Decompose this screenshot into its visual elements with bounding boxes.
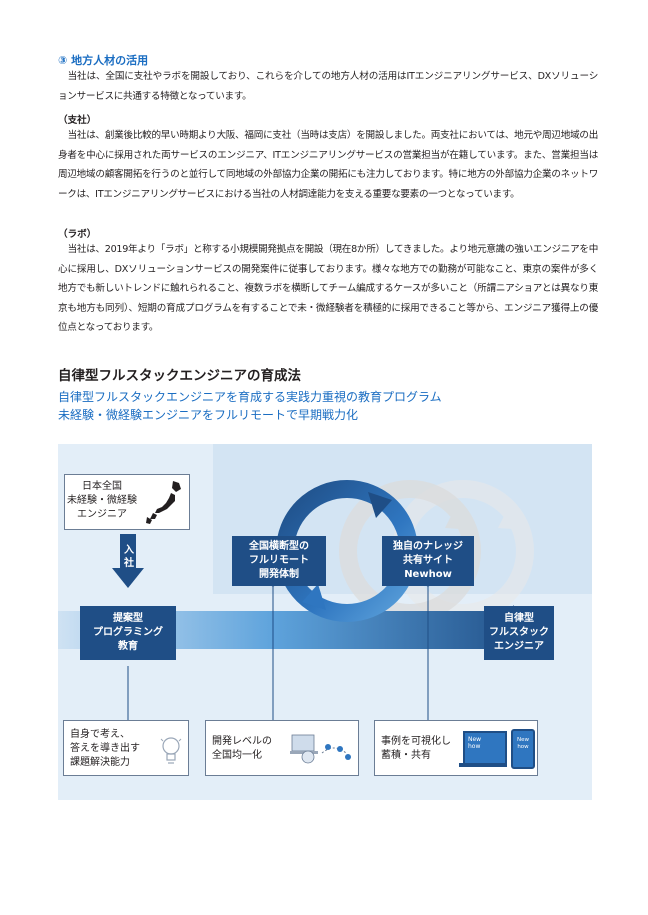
laptop-screen-text: New how — [468, 736, 482, 750]
card-problem-solving: 自身で考え、 答えを導き出す 課題解決能力 — [63, 720, 189, 776]
japan-map-icon — [146, 481, 181, 524]
remote-dev-illustration-icon — [290, 734, 351, 764]
ring-arrow-top — [368, 492, 392, 518]
training-lead-2: 未経験・微経験エンジニアをフルリモートで早期戦力化 — [58, 408, 359, 422]
step3-label: 独自のナレッジ 共有サイト Newhow — [393, 541, 463, 580]
step2-label: 全国横断型の フルリモート 開発体制 — [249, 541, 309, 580]
step-fullremote-dev: 全国横断型の フルリモート 開発体制 — [232, 536, 326, 586]
card3-text: 事例を可視化し 蓄積・共有 — [381, 736, 451, 761]
laptop-base — [459, 763, 507, 767]
laptop-icon: New how — [463, 731, 507, 765]
intro-paragraph: 当社は、全国に支社やラボを開設しており、これらを介しての地方人材の活用はITエン… — [58, 67, 598, 106]
ring-arrow-bottom — [302, 584, 326, 610]
step-proposal-programming: 提案型 プログラミング 教育 — [80, 606, 176, 660]
step1-label: 提案型 プログラミング 教育 — [93, 613, 163, 652]
card1-text: 自身で考え、 答えを導き出す 課題解決能力 — [70, 729, 140, 768]
card-dev-level: 開発レベルの 全国均一化 — [205, 720, 359, 776]
branch-label: （支社） — [58, 115, 97, 126]
source-box-text: 日本全国 未経験・微経験 エンジニア — [67, 481, 137, 520]
intro-text: 当社は、全国に支社やラボを開設しており、これらを介しての地方人材の活用はITエン… — [58, 71, 598, 102]
phone-screen-text: New how — [517, 737, 529, 750]
card-share-cases: 事例を可視化し 蓄積・共有 New how New how — [374, 720, 538, 776]
branch-paragraph: 当社は、創業後比較的早い時期より大阪、福岡に支社（当時は支店）を開設しました。両… — [58, 126, 598, 204]
lab-paragraph: 当社は、2019年より「ラボ」と称する小規模開発拠点を開設（現在8か所）してきま… — [58, 240, 598, 338]
lab-label: （ラボ） — [58, 229, 97, 240]
training-title: 自律型フルスタックエンジニアの育成法 — [58, 368, 301, 384]
result-box: 自律型 フルスタック エンジニア — [484, 606, 554, 660]
join-label: 入 社 — [124, 545, 134, 569]
lab-text: 当社は、2019年より「ラボ」と称する小規模開発拠点を開設（現在8か所）してきま… — [58, 244, 598, 334]
step-knowledge-site: 独自のナレッジ 共有サイト Newhow — [382, 536, 474, 586]
lightbulb-icon — [160, 737, 182, 764]
branch-text: 当社は、創業後比較的早い時期より大阪、福岡に支社（当時は支店）を開設しました。両… — [58, 130, 598, 200]
join-arrow-head — [112, 568, 144, 588]
source-box: 日本全国 未経験・微経験 エンジニア — [64, 474, 190, 530]
training-lead-1: 自律型フルスタックエンジニアを育成する実践力重視の教育プログラム — [58, 390, 442, 404]
smartphone-icon: New how — [511, 729, 535, 769]
main-growth-arrow — [58, 605, 536, 655]
section-heading: ③ 地方人材の活用 — [58, 54, 149, 67]
card2-text: 開発レベルの 全国均一化 — [212, 736, 272, 761]
result-label: 自律型 フルスタック エンジニア — [489, 613, 549, 652]
